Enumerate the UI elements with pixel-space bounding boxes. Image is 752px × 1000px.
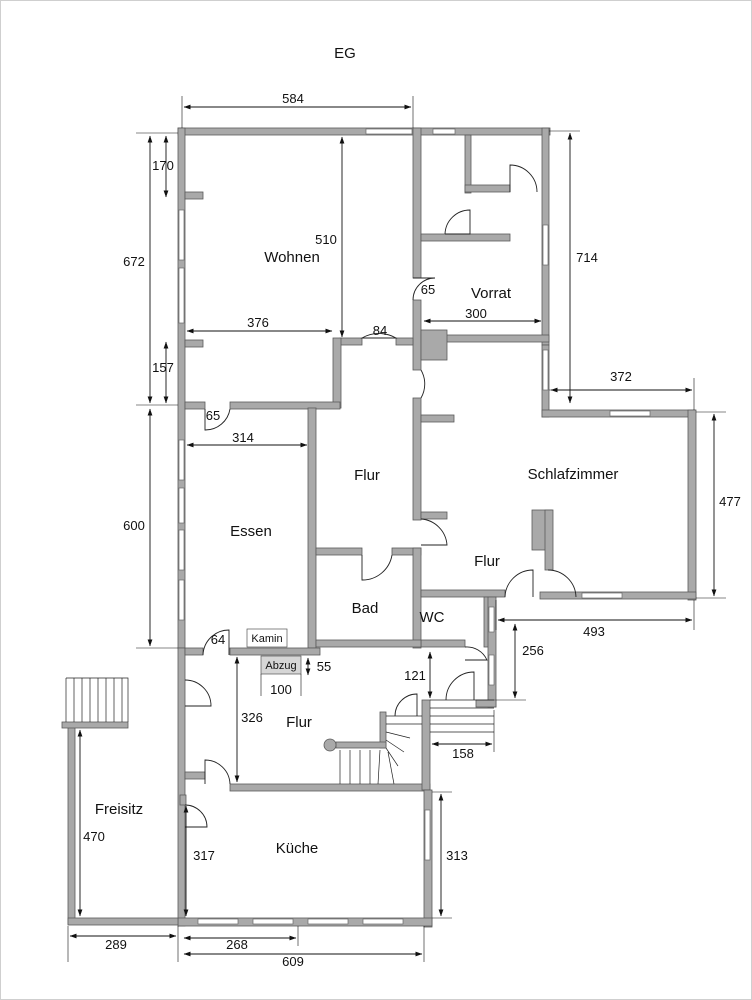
dim-609: 609	[282, 954, 304, 969]
dim-157: 157	[152, 360, 174, 375]
room-label-vorrat: Vorrat	[471, 285, 512, 302]
doors	[184, 164, 577, 828]
dim-65b: 65	[206, 408, 220, 423]
walls	[61, 127, 697, 928]
dim-584: 584	[282, 91, 304, 106]
dim-158: 158	[452, 746, 474, 761]
dim-300: 300	[465, 306, 487, 321]
dim-256: 256	[522, 643, 544, 658]
label-kamin: Kamin	[251, 633, 282, 645]
room-label-flur-unten: Flur	[286, 714, 312, 731]
abzug-box	[260, 655, 302, 675]
dimension-lines	[67, 96, 726, 962]
windows	[178, 128, 651, 925]
dim-470: 470	[83, 829, 105, 844]
dim-121: 121	[404, 668, 426, 683]
room-label-flur-mitte: Flur	[354, 467, 380, 484]
dim-714: 714	[576, 250, 598, 265]
dim-170: 170	[152, 158, 174, 173]
room-label-freisitz: Freisitz	[95, 801, 143, 818]
room-label-wohnen: Wohnen	[264, 249, 320, 266]
dim-314: 314	[232, 430, 254, 445]
room-label-wc: WC	[420, 609, 445, 626]
room-label-flur-rechts: Flur	[474, 553, 500, 570]
room-label-kueche: Küche	[276, 840, 319, 857]
floor-label: EG	[334, 45, 356, 62]
dim-477: 477	[719, 494, 741, 509]
kamin-box	[246, 628, 288, 648]
dim-313: 313	[446, 848, 468, 863]
dim-510: 510	[315, 232, 337, 247]
dim-672: 672	[123, 254, 145, 269]
dim-84: 84	[373, 323, 387, 338]
dim-493: 493	[583, 624, 605, 639]
dim-376: 376	[247, 315, 269, 330]
staircase	[65, 677, 494, 785]
dim-100: 100	[270, 682, 292, 697]
dim-268: 268	[226, 937, 248, 952]
dim-317: 317	[193, 848, 215, 863]
room-label-schlafzimmer: Schlafzimmer	[528, 466, 619, 483]
room-label-essen: Essen	[230, 523, 272, 540]
dim-600: 600	[123, 518, 145, 533]
dim-65a: 65	[421, 282, 435, 297]
dim-55: 55	[317, 659, 331, 674]
dim-326: 326	[241, 710, 263, 725]
room-label-bad: Bad	[352, 600, 379, 617]
dim-372: 372	[610, 369, 632, 384]
dim-289: 289	[105, 937, 127, 952]
label-abzug: Abzug	[265, 660, 296, 672]
dim-64: 64	[211, 632, 225, 647]
